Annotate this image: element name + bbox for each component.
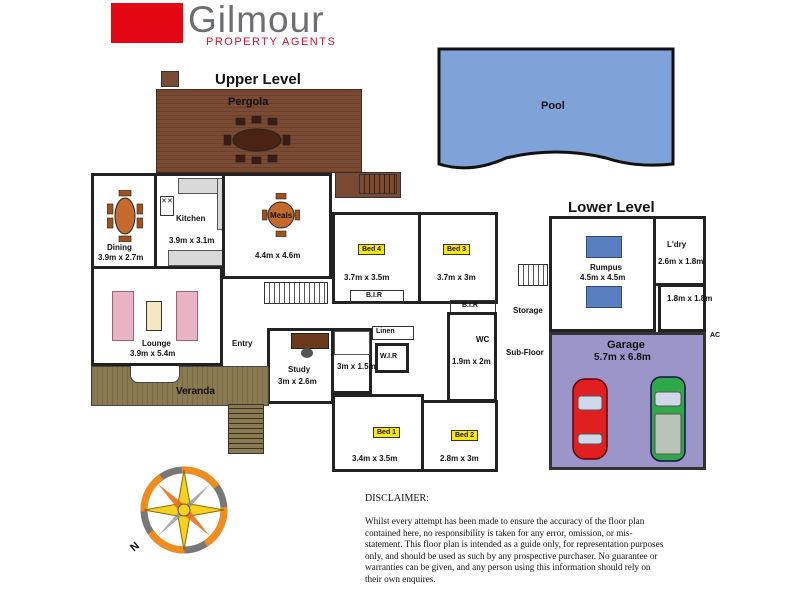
- meals-label: Meals: [270, 211, 293, 220]
- chimney: [161, 71, 179, 87]
- bed4-room: [332, 212, 421, 304]
- meals-size: 4.4m x 4.6m: [255, 251, 301, 260]
- ensuite-size: 1.9m x 2m: [452, 357, 491, 366]
- lounge-sofa-left: [112, 291, 134, 341]
- kitchen-label: Kitchen: [176, 214, 206, 223]
- logo-subtitle: PROPERTY AGENTS: [206, 36, 337, 48]
- bir1-label: B.I.R: [366, 292, 382, 299]
- laundry-size: 2.6m x 1.8m: [658, 257, 704, 266]
- bir2-label: B.I.R: [462, 302, 478, 309]
- upper-level-title: Upper Level: [215, 71, 301, 88]
- rumpus-size: 4.5m x 4.5m: [580, 273, 626, 282]
- ac-label: AC: [710, 332, 721, 339]
- internal-stairs: [264, 282, 328, 304]
- garage-size: 5.7m x 6.8m: [594, 352, 651, 363]
- bed4-tag: Bed 4: [358, 244, 386, 255]
- wir-room: [375, 343, 409, 373]
- lounge-sofa-right: [176, 291, 198, 341]
- bed1-size: 3.4m x 3.5m: [352, 454, 398, 463]
- bed1-tag: Bed 1: [373, 427, 401, 438]
- pool-label: Pool: [541, 100, 565, 112]
- laundry-label: L'dry: [667, 240, 687, 249]
- ensuite-room: [447, 312, 497, 402]
- garage-label: Garage: [607, 339, 645, 351]
- coffee-table: [146, 301, 162, 331]
- rumpus-sofa-top: [586, 236, 622, 258]
- entry-label: Entry: [232, 339, 253, 348]
- bay-window: [130, 366, 180, 383]
- study-size: 3m x 2.6m: [278, 377, 317, 386]
- dining-size: 3.9m x 2.7m: [98, 253, 144, 262]
- bed3-room: [418, 212, 498, 304]
- bed3-size: 3.7m x 3m: [437, 273, 476, 282]
- rumpus-room: [549, 216, 656, 332]
- logo-name: Gilmour: [188, 0, 325, 40]
- linen-cupboard: [372, 326, 414, 340]
- shower-room: [658, 284, 706, 332]
- subfloor-label: Sub-Floor: [506, 348, 544, 357]
- wir-label: W.I.R: [380, 353, 398, 360]
- bathroom: [331, 328, 372, 394]
- linen-label: Linen: [376, 328, 395, 335]
- bed4-size: 3.7m x 3.5m: [344, 273, 390, 282]
- disclaimer-heading: DISCLAIMER:: [365, 493, 429, 504]
- veranda-stairs: [228, 404, 264, 454]
- wc-label: WC: [476, 335, 490, 344]
- outdoor-table-icon: [223, 116, 291, 164]
- cooktop-icon: ✕✕: [160, 196, 174, 216]
- storage-label: Storage: [513, 306, 543, 315]
- lower-stairs: [518, 264, 548, 286]
- disclaimer-body: Whilst every attempt has been made to en…: [365, 516, 664, 584]
- veranda-deck: [91, 366, 269, 406]
- bed4-robe: [350, 290, 404, 304]
- rumpus-label: Rumpus: [590, 263, 622, 272]
- meals-room: [222, 173, 332, 279]
- bath-tub: [334, 331, 370, 355]
- dining-label: Dining: [107, 243, 132, 252]
- pool-shape: [437, 47, 675, 170]
- kitchen-island: [168, 250, 225, 266]
- study-desk: [291, 333, 329, 349]
- pergola-label: Pergola: [228, 96, 269, 108]
- green-car-icon: [650, 376, 686, 462]
- lounge-size: 3.9m x 5.4m: [130, 349, 176, 358]
- lower-level-title: Lower Level: [568, 199, 655, 216]
- study-label: Study: [288, 365, 311, 374]
- meals-table-icon: [262, 193, 300, 237]
- rumpus-sofa-bottom: [586, 286, 622, 308]
- kitchen-size: 3.9m x 3.1m: [169, 236, 215, 245]
- bath-size: 3m x 1.5m: [337, 362, 376, 371]
- dining-table-icon: [107, 190, 143, 242]
- red-car-icon: [572, 378, 608, 460]
- pergola-stair-treads: [359, 174, 397, 194]
- study-chair: [301, 348, 313, 358]
- lounge-label: Lounge: [142, 339, 171, 348]
- logo-mark: [111, 3, 183, 43]
- bed2-tag: Bed 2: [451, 430, 479, 441]
- bed3-tag: Bed 3: [443, 244, 471, 255]
- bed2-size: 2.8m x 3m: [440, 454, 479, 463]
- laundry-room: [653, 216, 706, 286]
- shower-size: 1.8m x 1.8m: [667, 294, 713, 303]
- veranda-label: Veranda: [176, 386, 215, 397]
- compass-rose-icon: [140, 466, 228, 554]
